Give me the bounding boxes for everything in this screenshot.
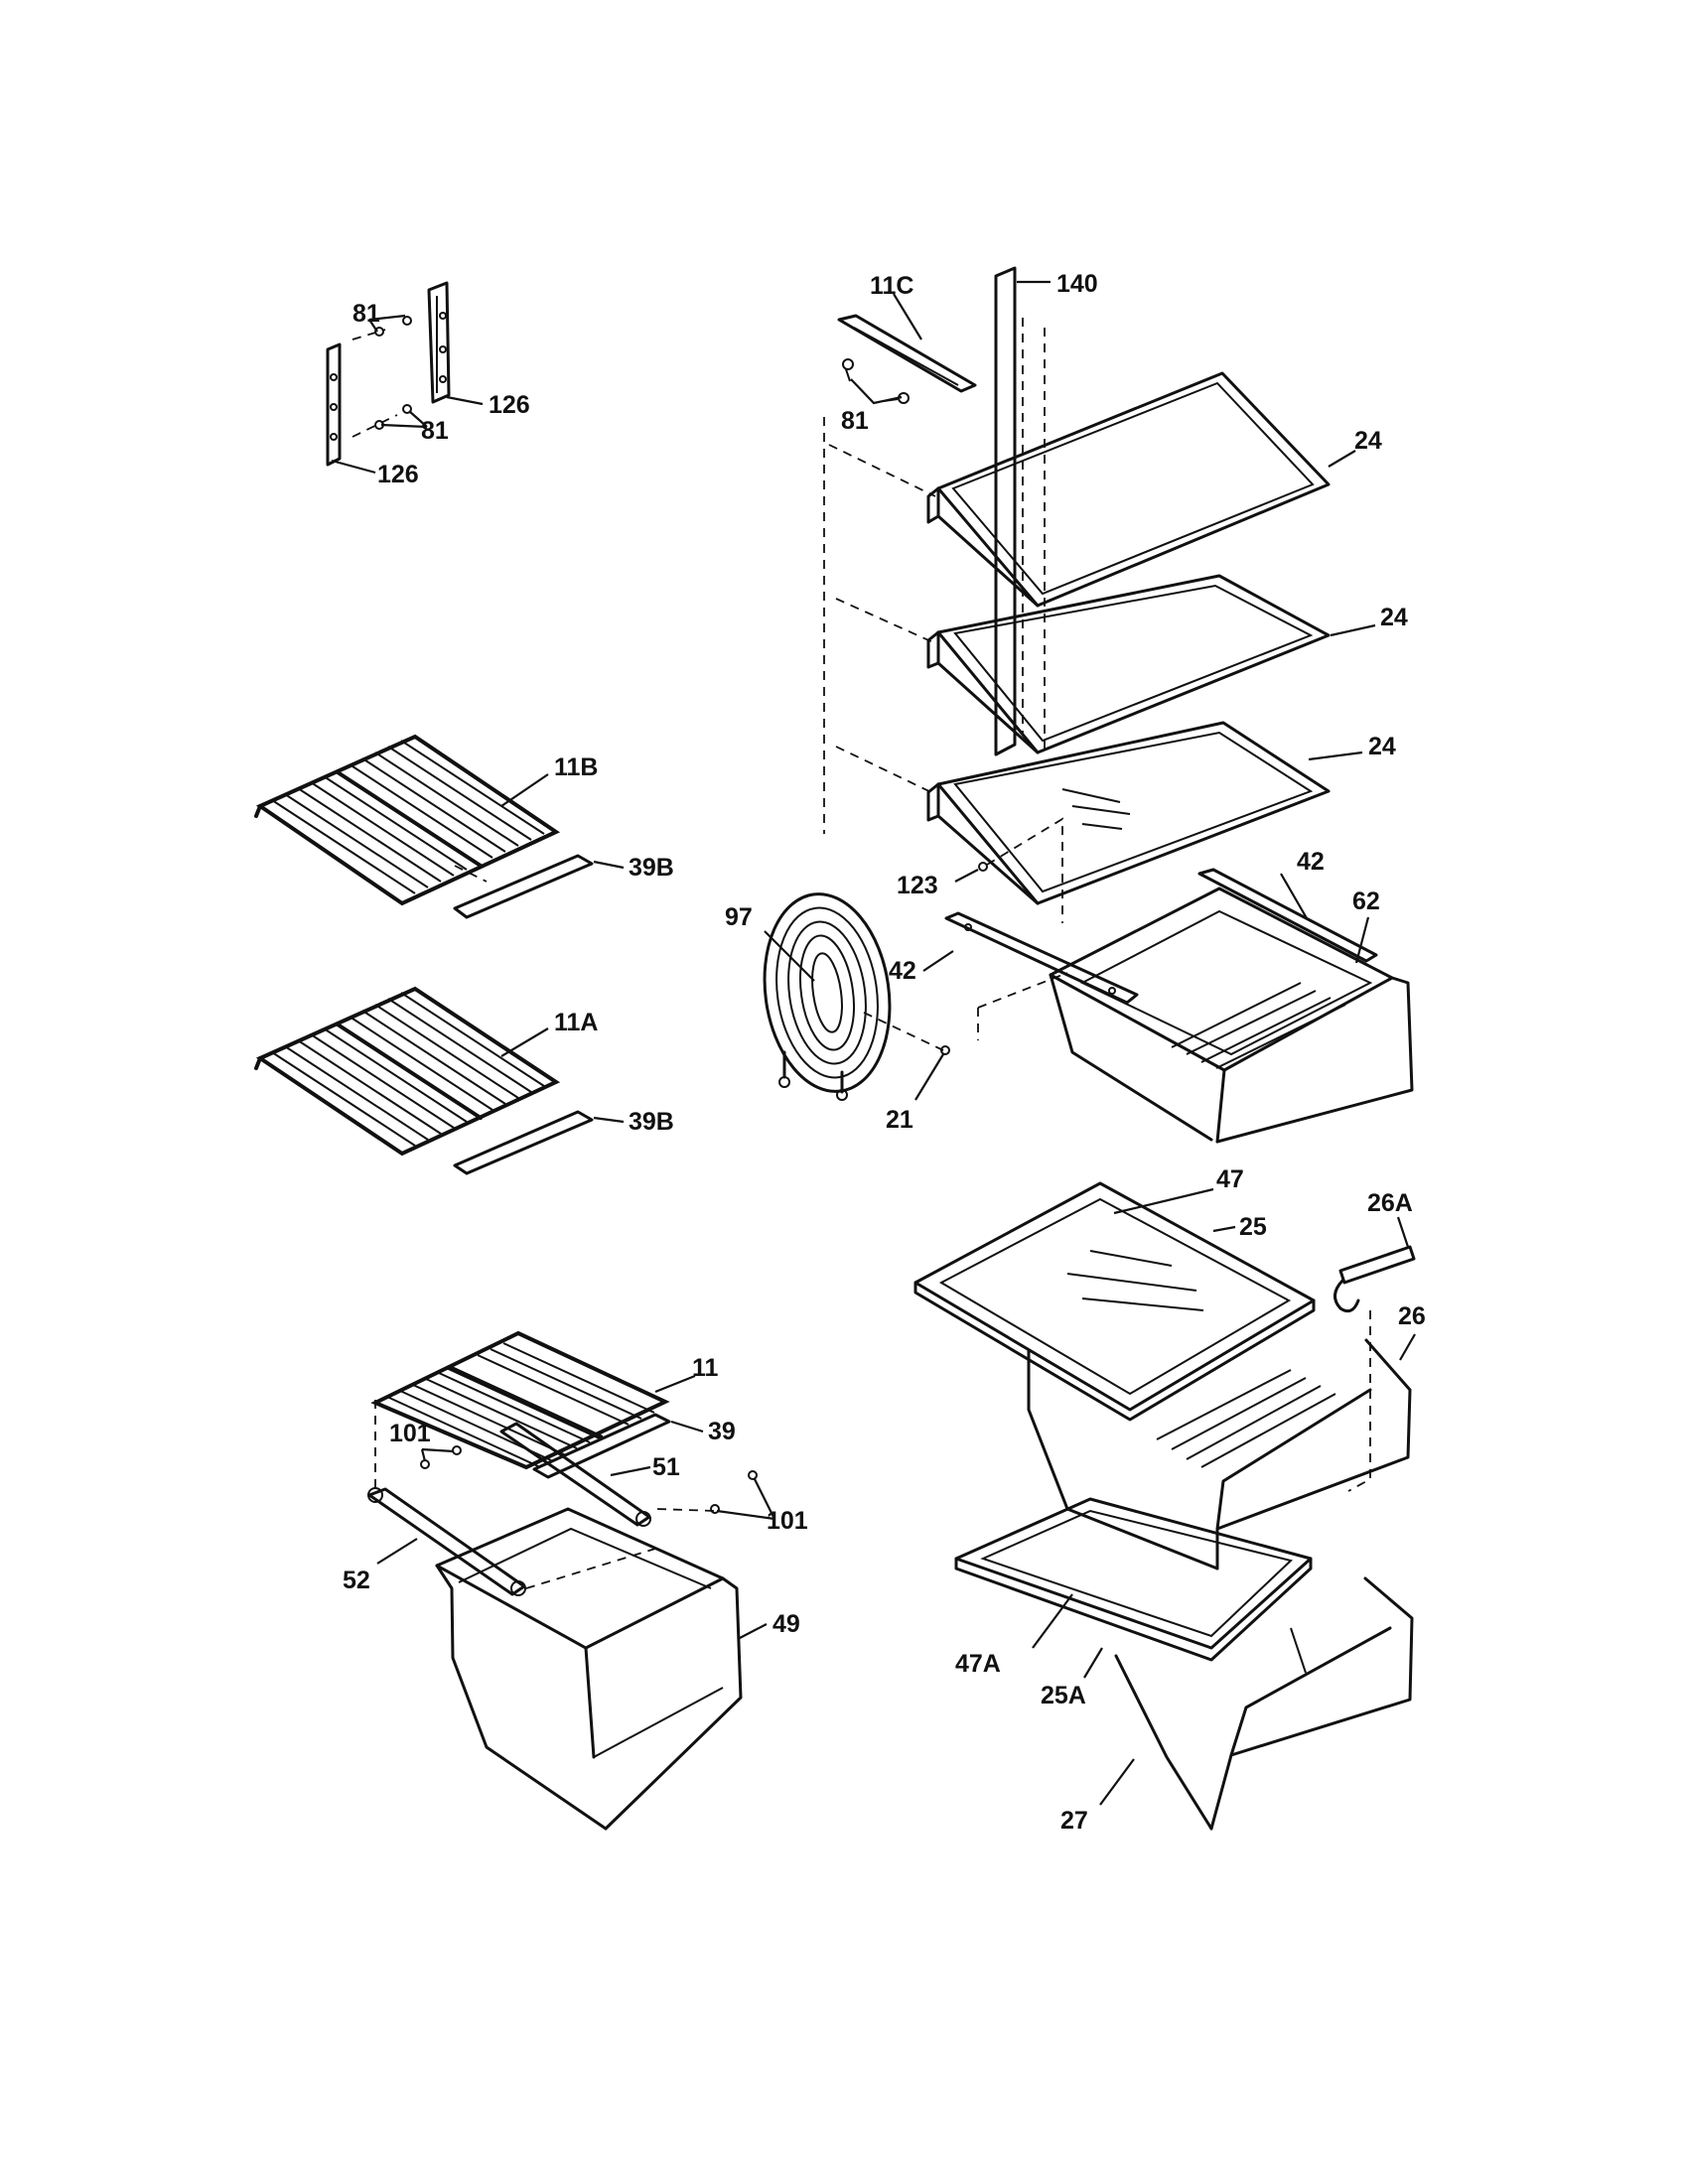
label-26: 26 <box>1398 1302 1426 1330</box>
label-140: 140 <box>1056 270 1098 298</box>
label-126-a: 126 <box>489 391 530 419</box>
rail-52 <box>367 1400 526 1596</box>
label-24-a: 24 <box>1354 427 1382 455</box>
label-39B-b: 39B <box>629 1108 674 1136</box>
crisper-drawer-62 <box>977 887 1414 1144</box>
bracket-126-left <box>326 342 342 467</box>
bracket-126-right <box>427 281 451 404</box>
bracket-26A <box>1333 1216 1416 1492</box>
label-27: 27 <box>1060 1807 1088 1835</box>
coil-97 <box>763 892 944 1101</box>
rail-42-right <box>1197 868 1378 963</box>
label-11: 11 <box>692 1354 719 1382</box>
wire-shelf-11A <box>254 986 561 1157</box>
cover-25 <box>913 1181 1316 1422</box>
label-49: 49 <box>772 1610 800 1638</box>
label-62: 62 <box>1352 887 1380 915</box>
label-24-b: 24 <box>1380 604 1408 631</box>
label-101-b: 101 <box>767 1507 808 1535</box>
clip-39 <box>532 1413 704 1479</box>
rail-140 <box>994 266 1051 756</box>
label-126-b: 126 <box>377 461 419 488</box>
wire-shelf-11B <box>254 734 561 906</box>
wire-shelf-11 <box>370 1330 696 1470</box>
label-39: 39 <box>708 1418 736 1445</box>
cover-25A <box>954 1497 1313 1679</box>
screw-21 <box>914 1045 950 1101</box>
label-47A: 47A <box>955 1650 1001 1678</box>
bin-49 <box>435 1507 768 1831</box>
glass-shelf-24-top <box>828 371 1356 608</box>
label-42-b: 42 <box>889 957 916 985</box>
screws-81-top-left <box>331 314 484 475</box>
label-26A: 26A <box>1367 1189 1413 1217</box>
label-81-b: 81 <box>421 417 449 445</box>
label-11B: 11B <box>554 753 598 781</box>
label-97: 97 <box>725 903 753 931</box>
rail-51 <box>499 1422 651 1527</box>
label-25A: 25A <box>1041 1682 1086 1709</box>
label-123: 123 <box>897 872 938 899</box>
label-24-c: 24 <box>1368 733 1396 760</box>
glass-shelf-24-lower <box>835 721 1363 905</box>
label-11C: 11C <box>870 272 913 300</box>
rail-42-left <box>922 911 1139 1005</box>
label-52: 52 <box>343 1567 370 1594</box>
label-25: 25 <box>1239 1213 1267 1241</box>
label-47: 47 <box>1216 1165 1244 1193</box>
label-81-c: 81 <box>841 407 869 435</box>
label-42-a: 42 <box>1297 848 1325 876</box>
crisper-drawer-27 <box>1099 1576 1414 1831</box>
label-51: 51 <box>652 1453 680 1481</box>
label-21: 21 <box>886 1106 913 1134</box>
label-39B-a: 39B <box>629 854 674 882</box>
label-81-a: 81 <box>352 300 380 328</box>
clip-39B-lower <box>453 1110 625 1175</box>
crisper-drawer-26 <box>1027 1333 1416 1570</box>
bracket-11C <box>837 293 977 393</box>
label-101-a: 101 <box>389 1420 431 1447</box>
clip-39B-upper <box>453 854 625 919</box>
screws-81-top <box>842 358 910 405</box>
glass-shelf-24-middle <box>835 574 1376 754</box>
screw-123 <box>954 817 1063 923</box>
label-11A: 11A <box>554 1009 598 1036</box>
